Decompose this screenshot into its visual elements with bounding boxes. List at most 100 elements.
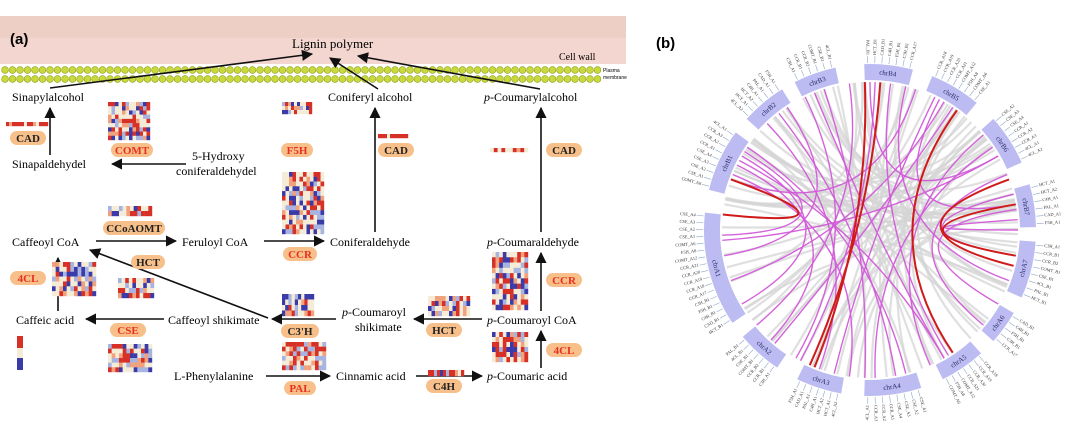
heatmap-cell [136,293,140,299]
heatmap-cell [289,342,294,347]
heatmap-cell [115,106,119,111]
heatmap-cell [524,278,529,284]
gene-tick [889,395,891,403]
heatmap-cell [141,344,145,349]
heatmap-cell [307,365,312,371]
heatmap-cell [320,186,325,192]
heatmap-cell [502,299,507,305]
heatmap-cell [301,310,305,317]
enzyme-pill [284,381,316,395]
gene-tick [763,92,769,99]
heatmap-cell [143,278,147,284]
heatmap-cell [435,296,439,302]
heatmap-cell [126,211,131,217]
heatmap-cell [111,358,116,363]
heatmap [282,294,315,317]
heatmap-cell [289,195,293,201]
synteny-link-grey [862,82,981,330]
heatmap-cell [304,360,308,366]
gene-label: COMT_A6 [681,176,703,186]
membrane-bead [301,66,309,74]
enzyme-cad-left: CAD [10,131,46,145]
heatmap-cell [285,342,290,347]
gene-label: CSE_A2 [690,162,706,172]
heatmap-cell [490,148,494,153]
heatmap-cell [499,357,503,363]
heatmap-cell [524,262,529,269]
heatmap-cell [517,288,521,295]
gene-label: PAL_B1 [865,40,870,55]
heatmap-cell [122,367,127,373]
gene-tick [996,338,1002,344]
heatmap-cell [122,206,127,212]
heatmap-cell [313,224,318,230]
p-coumaraldehyde-name: -Coumaraldehyde [493,235,579,249]
heatmap-cell [291,294,295,300]
membrane-bead [1,66,9,74]
heatmap-cell [289,191,293,197]
heatmap-cell [517,347,521,353]
synteny-link-grey [743,227,1019,310]
heatmap-cell [66,266,71,272]
heatmap-cell [285,102,289,107]
gene-label: F5H_A8 [681,248,698,255]
heatmap-cell [520,252,525,258]
heatmap-cell [442,311,446,317]
heatmap-cell [85,286,89,292]
heatmap-cell [313,214,318,220]
membrane-bead [308,75,317,83]
heatmap-cell [492,273,496,279]
heatmap-cell [143,288,147,294]
gene-tick [829,392,832,400]
membrane-bead [578,75,587,83]
gene-label: HCT_A1 [823,400,832,417]
heatmap-cell [292,219,297,225]
heatmap-cell [81,271,86,277]
heatmap-cell [510,304,514,311]
heatmap-cell [306,110,310,115]
heatmap-cell [74,281,78,287]
heatmap-cell [282,106,286,111]
heatmap-cell [296,195,300,201]
heatmap-cell [510,283,514,290]
heatmap-cell [146,110,151,115]
membrane-bead [436,75,444,83]
gene-tick [996,115,1002,121]
heatmap-cell [446,370,450,377]
heatmap [282,172,325,235]
gene-label: CAD_B1 [879,39,885,56]
heatmap-cell [33,122,37,127]
heatmap-cell [285,224,290,230]
gene-tick [1015,143,1022,148]
heatmap-cell [111,102,116,107]
heatmap [492,332,529,363]
heatmap-cell [146,131,151,136]
heatmap-cell [111,135,116,141]
heatmap-cell [387,134,391,139]
synteny-link-magenta [730,89,917,194]
heatmap-cell [506,257,511,263]
gene-tick [738,339,745,345]
heatmap-cell [506,347,511,353]
heatmap-cell [513,252,518,258]
gene-tick [910,391,914,399]
heatmap-cell [310,176,314,182]
membrane-bead [443,75,452,83]
heatmap-cell [495,294,500,300]
heatmap-cell [310,299,315,306]
heatmap-cell [289,210,293,216]
heatmap-cell [282,351,286,357]
gene-tick [1018,149,1025,154]
heatmap-cell [148,353,153,359]
heatmap-cell [136,102,140,107]
heatmap-cell [431,306,436,312]
circos-plot: chrB1chrB2chrB3chrB4chrB5chrB6chrB7chrA7… [675,39,1062,422]
heatmap-cell [125,114,130,120]
heatmap-cell [294,110,298,115]
membrane-bead [16,75,24,83]
membrane-bead [458,75,467,83]
heatmap-cell [313,191,318,197]
heatmap-cell [285,181,290,187]
heatmap-cell [506,294,511,300]
gene-tick [753,353,759,360]
